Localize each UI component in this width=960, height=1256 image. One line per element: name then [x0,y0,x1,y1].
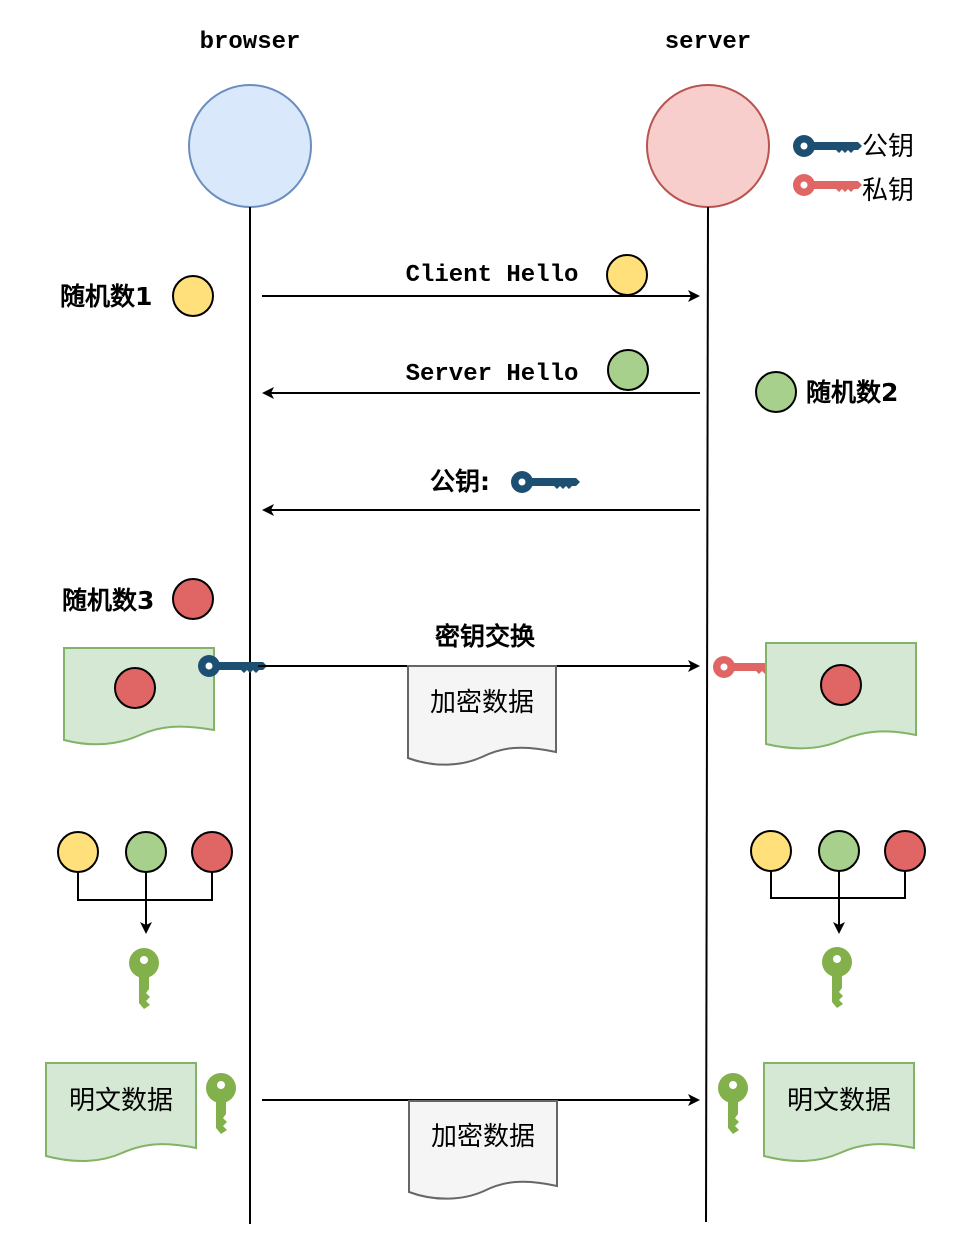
server-hello-label: Server Hello [406,361,579,388]
server-hello-random-token [607,349,649,391]
browser-plaintext-document [45,1062,197,1163]
random2-label: 随机数2 [806,378,898,407]
browser-merge-random2 [125,831,167,873]
server-plaintext-label: 明文数据 [787,1086,891,1116]
server-lifeline [705,206,709,1223]
browser-node [188,84,312,208]
random1-label: 随机数1 [60,282,152,311]
legend-public-key-label: 公钥 [862,132,914,162]
random2-token [755,371,797,413]
browser-merge-random1 [57,831,99,873]
key-exchange-label: 密钥交换 [435,622,536,651]
encrypted-document-1 [407,665,557,766]
encrypted-document-2-label: 加密数据 [431,1122,535,1152]
browser-plaintext-label: 明文数据 [69,1086,173,1116]
encrypted-document-2 [408,1100,558,1200]
encrypted-document-1-label: 加密数据 [430,688,534,718]
server-merge-random1 [750,830,792,872]
random1-token [172,275,214,317]
server-merge-connector [770,871,906,932]
legend-private-key-label: 私钥 [862,176,914,206]
browser-merge-connector [77,872,213,932]
public-key-message-label: 公钥: [430,467,490,496]
random3-token [172,578,214,620]
browser-title: browser [200,29,301,56]
server-merge-random3 [884,830,926,872]
client-hello-random-token [606,254,648,296]
server-document-random3-token [820,664,862,706]
browser-merge-random3 [191,831,233,873]
server-node [646,84,770,208]
browser-document-random3-token [114,667,156,709]
server-plaintext-document [763,1062,915,1163]
server-title: server [665,29,751,56]
random3-label: 随机数3 [62,586,154,615]
server-merge-random2 [818,830,860,872]
client-hello-label: Client Hello [406,262,579,289]
